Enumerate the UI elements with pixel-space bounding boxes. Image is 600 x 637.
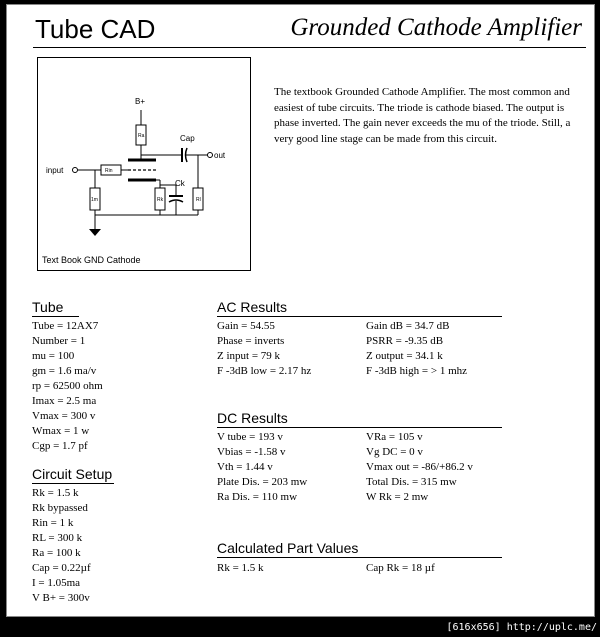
list-item: Tube = 12AX7 bbox=[32, 320, 99, 332]
ac-results-right: Gain dB = 34.7 dB PSRR = -9.35 dB Z outp… bbox=[366, 319, 467, 379]
list-item: I = 1.05ma bbox=[32, 577, 81, 589]
label-out: out bbox=[214, 151, 226, 160]
section-title-ac-results: AC Results bbox=[217, 299, 502, 317]
list-item: Cap Rk = 18 µf bbox=[366, 562, 435, 574]
list-item: Gain dB = 34.7 dB bbox=[366, 320, 450, 332]
circuit-setup-list: Rk = 1.5 k Rk bypassed Rin = 1 k RL = 30… bbox=[32, 486, 91, 606]
document-title: Grounded Cathode Amplifier bbox=[290, 14, 582, 41]
label-cap: Cap bbox=[180, 134, 195, 143]
list-item: F -3dB high = > 1 mhz bbox=[366, 365, 468, 377]
circuit-description: The textbook Grounded Cathode Amplifier.… bbox=[274, 86, 571, 145]
list-item: W Rk = 2 mw bbox=[366, 491, 429, 503]
list-item: Imax = 2.5 ma bbox=[32, 395, 97, 407]
list-item: Vth = 1.44 v bbox=[217, 461, 273, 473]
list-item: rp = 62500 ohm bbox=[32, 380, 103, 392]
list-item: Z output = 34.1 k bbox=[366, 350, 443, 362]
dc-results-right: VRa = 105 v Vg DC = 0 v Vmax out = -86/+… bbox=[366, 430, 473, 505]
app-title: Tube CAD bbox=[35, 14, 156, 44]
list-item: Plate Dis. = 203 mw bbox=[217, 476, 308, 488]
list-item: Ra = 100 k bbox=[32, 547, 81, 559]
calculated-parts-right: Cap Rk = 18 µf bbox=[366, 561, 435, 576]
list-item: Wmax = 1 w bbox=[32, 425, 90, 437]
label-bplus: B+ bbox=[135, 97, 145, 106]
section-title-dc-results: DC Results bbox=[217, 410, 502, 428]
document-page: Tube CAD Grounded Cathode Amplifier bbox=[6, 4, 595, 617]
section-title-circuit-setup: Circuit Setup bbox=[32, 466, 114, 484]
tube-list: Tube = 12AX7 Number = 1 mu = 100 gm = 1.… bbox=[32, 319, 103, 454]
list-item: V tube = 193 v bbox=[217, 431, 283, 443]
list-item: Rk = 1.5 k bbox=[217, 562, 264, 574]
list-item: gm = 1.6 ma/v bbox=[32, 365, 97, 377]
label-ck: Ck bbox=[175, 179, 186, 188]
list-item: Vg DC = 0 v bbox=[366, 446, 423, 458]
schematic-diagram: B+ Ra Cap out input Rin Ck Rk Rl 1m Text… bbox=[37, 57, 251, 271]
ac-results-left: Gain = 54.55 Phase = inverts Z input = 7… bbox=[217, 319, 311, 379]
list-item: Z input = 79 k bbox=[217, 350, 281, 362]
list-item: Rk = 1.5 k bbox=[32, 487, 79, 499]
list-item: VRa = 105 v bbox=[366, 431, 423, 443]
list-item: V B+ = 300v bbox=[32, 592, 90, 604]
list-item: Rk bypassed bbox=[32, 502, 88, 514]
list-item: Vmax out = -86/+86.2 v bbox=[366, 461, 473, 473]
list-item: Cap = 0.22µf bbox=[32, 562, 91, 574]
label-ra: Ra bbox=[138, 133, 145, 139]
section-title-tube: Tube bbox=[32, 299, 79, 317]
list-item: Vbias = -1.58 v bbox=[217, 446, 286, 458]
label-rin: Rin bbox=[105, 168, 113, 174]
section-title-calculated-parts: Calculated Part Values bbox=[217, 540, 502, 558]
list-item: mu = 100 bbox=[32, 350, 75, 362]
status-badge: [616x656] http://uplc.me/ bbox=[446, 621, 597, 635]
dc-results-left: V tube = 193 v Vbias = -1.58 v Vth = 1.4… bbox=[217, 430, 307, 505]
diagram-caption: Text Book GND Cathode bbox=[42, 255, 141, 265]
list-item: Cgp = 1.7 pf bbox=[32, 440, 88, 452]
calculated-parts-left: Rk = 1.5 k bbox=[217, 561, 264, 576]
list-item: Phase = inverts bbox=[217, 335, 285, 347]
list-item: Vmax = 300 v bbox=[32, 410, 96, 422]
list-item: Number = 1 bbox=[32, 335, 86, 347]
list-item: Gain = 54.55 bbox=[217, 320, 275, 332]
list-item: F -3dB low = 2.17 hz bbox=[217, 365, 312, 377]
list-item: PSRR = -9.35 dB bbox=[366, 335, 444, 347]
list-item: Total Dis. = 315 mw bbox=[366, 476, 457, 488]
list-item: Ra Dis. = 110 mw bbox=[217, 491, 298, 503]
list-item: RL = 300 k bbox=[32, 532, 83, 544]
label-rl: Rl bbox=[196, 197, 201, 203]
label-1m: 1m bbox=[91, 197, 98, 203]
list-item: Rin = 1 k bbox=[32, 517, 74, 529]
label-rk: Rk bbox=[157, 197, 164, 203]
label-input: input bbox=[46, 166, 64, 175]
title-divider bbox=[33, 47, 586, 48]
schematic-svg: B+ Ra Cap out input Rin Ck Rk Rl 1m bbox=[46, 97, 226, 236]
